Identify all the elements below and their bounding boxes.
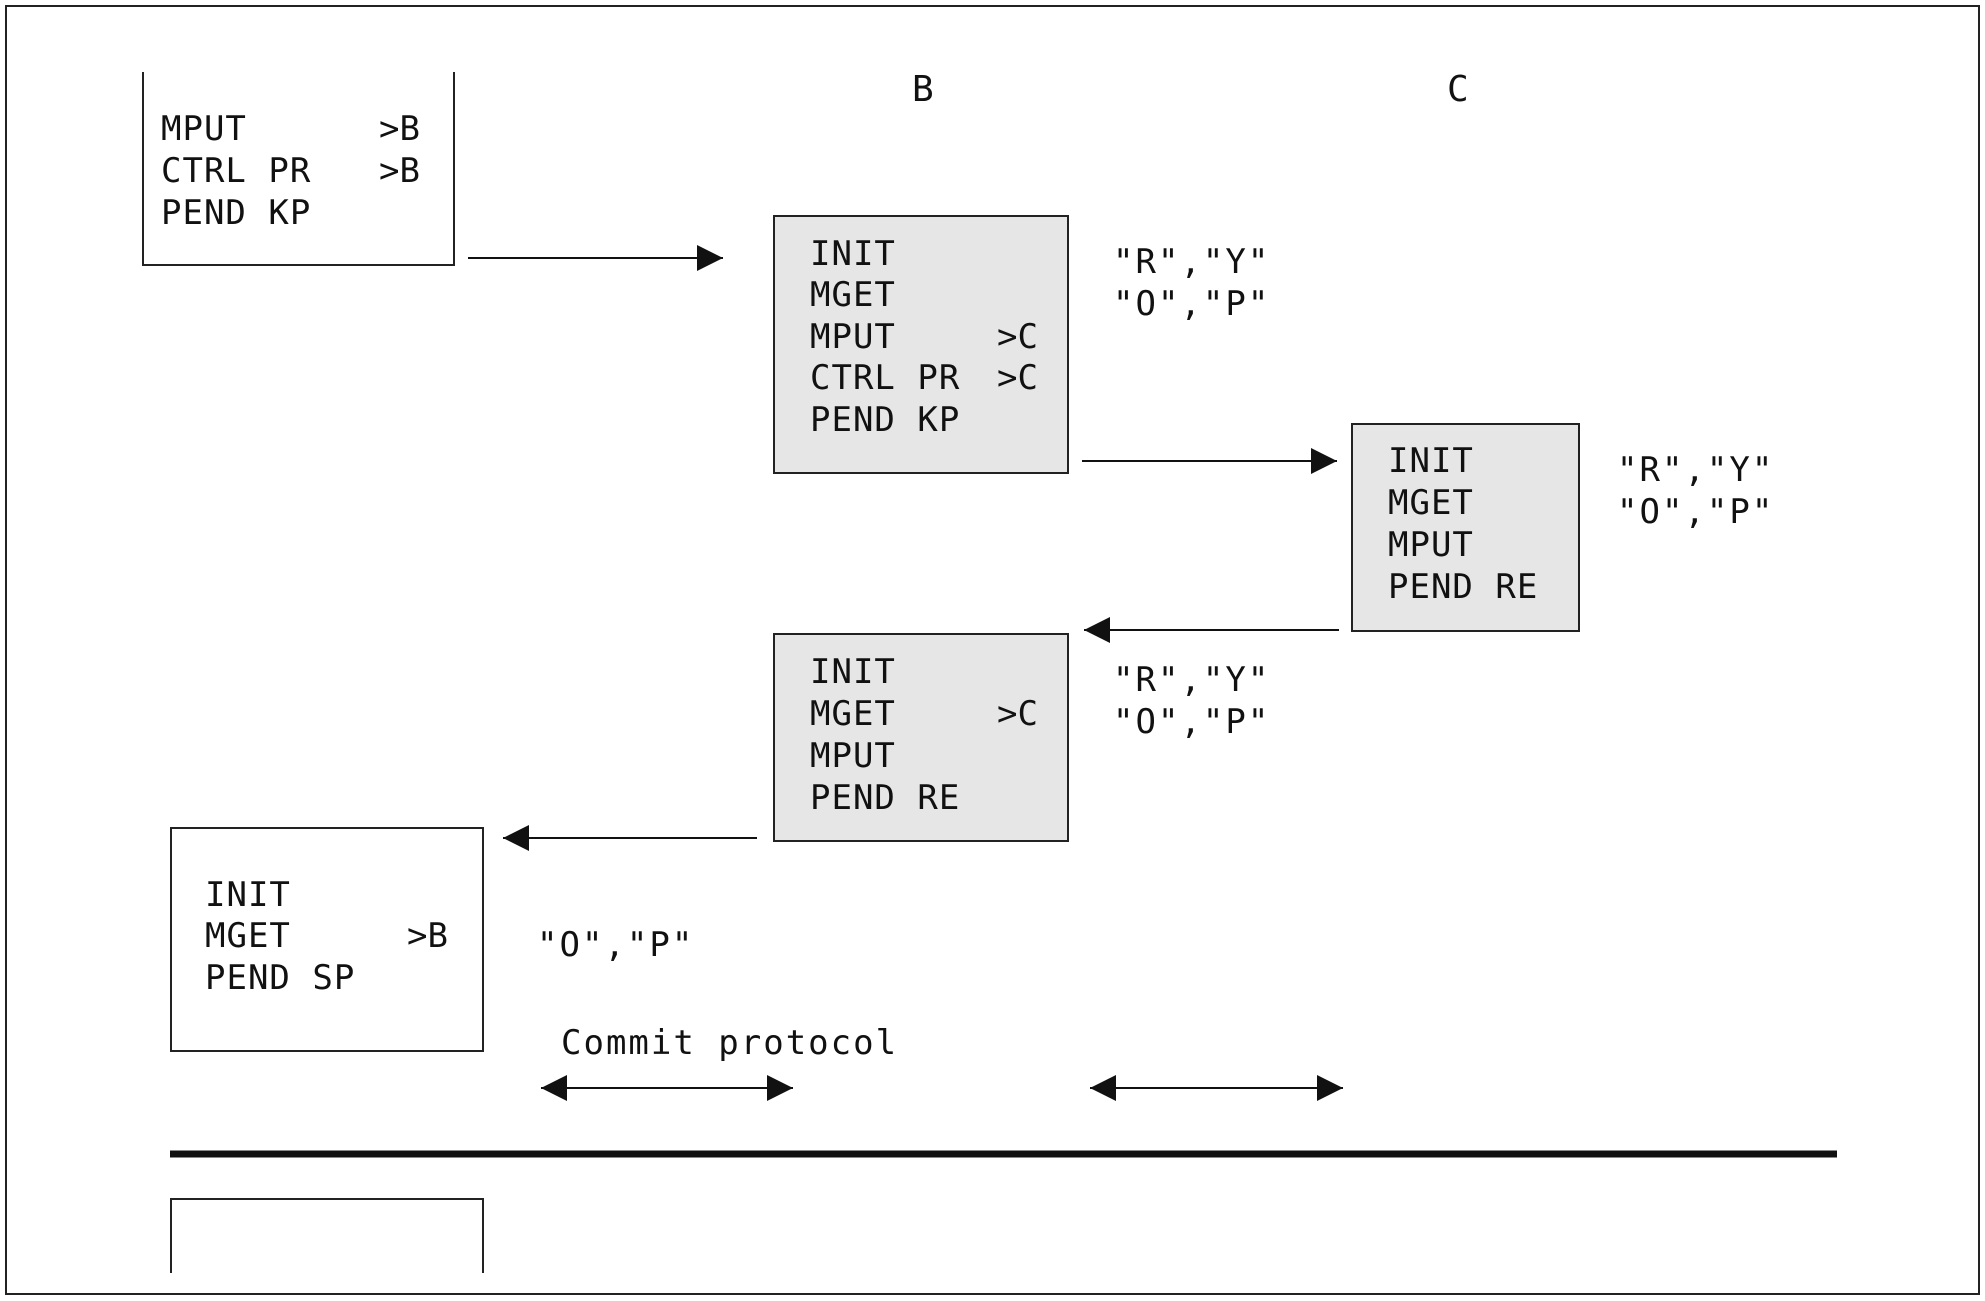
box-a-top-line-2: CTRL PR [161, 151, 312, 191]
box-a-bottom: INIT MGET >B PEND SP [170, 827, 484, 1052]
column-label-c: C [1447, 69, 1469, 110]
box-b-top-line-5: PEND KP [810, 400, 961, 440]
box-a-bottom-line-3: PEND SP [205, 958, 356, 998]
box-a-top: MPUT >B CTRL PR >B PEND KP [142, 72, 455, 266]
box-b-top-note-2: "O","P" [1113, 284, 1271, 324]
box-a-top-target-1: >B [379, 109, 420, 149]
box-b-top-line-3: MPUT [810, 317, 896, 357]
commit-protocol-label: Commit protocol [561, 1023, 899, 1063]
box-b-bottom-line-4: PEND RE [810, 778, 961, 818]
box-c-note-1: "R","Y" [1617, 450, 1775, 490]
box-c: INIT MGET MPUT PEND RE [1351, 423, 1580, 632]
box-bottom-stub [170, 1198, 484, 1273]
box-b-bottom-note-1: "R","Y" [1113, 660, 1271, 700]
box-c-line-3: MPUT [1388, 525, 1474, 565]
box-b-bottom-line-1: INIT [810, 652, 896, 692]
box-b-top-line-4: CTRL PR [810, 358, 961, 398]
box-b-top-line-2: MGET [810, 275, 896, 315]
box-c-line-4: PEND RE [1388, 567, 1539, 607]
box-b-top-target-3: >C [997, 317, 1038, 357]
box-a-top-line-1: MPUT [161, 109, 247, 149]
box-a-bottom-target-2: >B [407, 916, 448, 956]
diagram-frame [5, 5, 1980, 1295]
box-c-line-2: MGET [1388, 483, 1474, 523]
box-b-top-line-1: INIT [810, 234, 896, 274]
box-c-note-2: "O","P" [1617, 492, 1775, 532]
box-b-top-note-1: "R","Y" [1113, 242, 1271, 282]
box-b-bottom: INIT MGET >C MPUT PEND RE [773, 633, 1069, 842]
box-a-top-line-3: PEND KP [161, 193, 312, 233]
box-a-top-target-2: >B [379, 151, 420, 191]
box-c-line-1: INIT [1388, 441, 1474, 481]
box-b-bottom-line-3: MPUT [810, 736, 896, 776]
box-a-bottom-line-1: INIT [205, 875, 291, 915]
box-b-bottom-target-2: >C [997, 694, 1038, 734]
box-b-bottom-line-2: MGET [810, 694, 896, 734]
box-b-top-target-4: >C [997, 358, 1038, 398]
box-b-bottom-note-2: "O","P" [1113, 702, 1271, 742]
box-a-bottom-line-2: MGET [205, 916, 291, 956]
column-label-b: B [912, 69, 934, 110]
box-b-top: INIT MGET MPUT >C CTRL PR >C PEND KP [773, 215, 1069, 474]
box-a-bottom-note: "O","P" [537, 925, 695, 965]
